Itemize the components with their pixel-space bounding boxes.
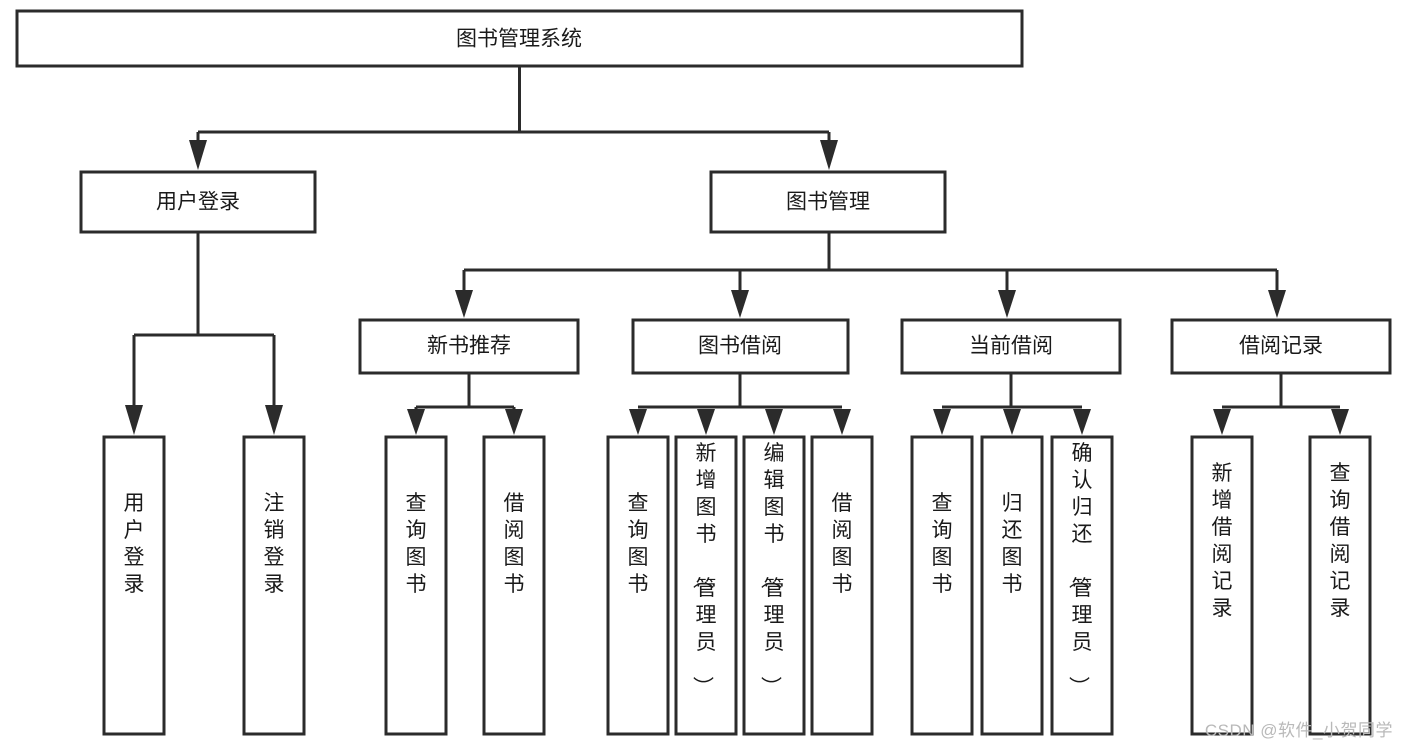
leaf-query-book-1-box[interactable] [384, 435, 448, 736]
leaf-return-book[interactable]: 归还图书 [980, 435, 1044, 736]
node-user-login[interactable]: 用户登录 [79, 170, 317, 234]
leaf-query-record-box[interactable] [1308, 435, 1372, 736]
leaf-borrow-book-1-label: 借阅图书 [504, 492, 525, 596]
arrow-borrow-leaf4-icon [833, 409, 851, 435]
new-book-box[interactable] [358, 318, 580, 375]
borrow-label: 图书借阅 [698, 335, 782, 358]
arrow-userlogin-leaf2-icon [265, 405, 283, 435]
current-borrow-box[interactable] [900, 318, 1122, 375]
arrow-borrow-leaf1-icon [629, 409, 647, 435]
leaf-user-login[interactable]: 用户登录 [102, 435, 166, 736]
leaf-add-record-box[interactable] [1190, 435, 1254, 736]
arrow-root-to-book-manage-icon [820, 140, 838, 170]
leaf-borrow-book-2-box[interactable] [810, 435, 874, 736]
leaf-add-book-box[interactable] [674, 435, 738, 736]
arrow-borrow-leaf3-icon [765, 409, 783, 435]
leaf-user-login-label: 用户登录 [124, 492, 145, 596]
arrow-root-to-user-login-icon [189, 140, 207, 170]
leaf-logout-label: 注销登录 [264, 492, 285, 596]
leaf-nodes-layer: 用户登录 注销登录 查询图书 借阅图书 查询图书 新增图书（管理员） [102, 435, 1372, 736]
leaf-return-book-label: 归还图书 [1002, 492, 1023, 596]
leaf-query-book-3-label: 查询图书 [932, 492, 953, 596]
leaf-edit-book-box[interactable] [742, 435, 806, 736]
arrow-bookmanage-newbook-icon [455, 290, 473, 318]
user-login-label: 用户登录 [156, 191, 240, 214]
leaf-add-record-label: 新增借阅记录 [1212, 462, 1233, 620]
leaf-logout[interactable]: 注销登录 [242, 435, 306, 736]
leaf-query-record[interactable]: 查询借阅记录 [1308, 435, 1372, 736]
arrow-borrow-leaf2-icon [697, 409, 715, 435]
leaf-add-book[interactable]: 新增图书（管理员） [674, 435, 738, 736]
arrow-current-leaf2-icon [1003, 409, 1021, 435]
leaf-query-book-1-label: 查询图书 [406, 492, 427, 596]
borrow-record-box[interactable] [1170, 318, 1392, 375]
root-label: 图书管理系统 [456, 28, 582, 51]
leaf-query-book-2-box[interactable] [606, 435, 670, 736]
node-new-book[interactable]: 新书推荐 [358, 318, 580, 375]
arrow-bookmanage-borrow-icon [731, 290, 749, 318]
leaf-borrow-book-2[interactable]: 借阅图书 [810, 435, 874, 736]
arrow-current-leaf3-icon [1073, 409, 1091, 435]
leaf-confirm-return-label: 确认归还（管理员） [1067, 442, 1093, 697]
leaf-query-book-3[interactable]: 查询图书 [910, 435, 974, 736]
leaf-confirm-return-box[interactable] [1050, 435, 1114, 736]
node-borrow-record[interactable]: 借阅记录 [1170, 318, 1392, 375]
arrow-record-leaf2-icon [1331, 409, 1349, 435]
arrow-record-leaf1-icon [1213, 409, 1231, 435]
leaf-add-record[interactable]: 新增借阅记录 [1190, 435, 1254, 736]
leaf-query-book-2-label: 查询图书 [628, 492, 649, 596]
arrow-bookmanage-record-icon [1268, 290, 1286, 318]
leaf-return-book-box[interactable] [980, 435, 1044, 736]
node-root[interactable]: 图书管理系统 [15, 9, 1024, 68]
arrow-newbook-leaf2-icon [505, 409, 523, 435]
node-current-borrow[interactable]: 当前借阅 [900, 318, 1122, 375]
current-borrow-label: 当前借阅 [969, 335, 1053, 358]
leaf-add-book-label: 新增图书（管理员） [691, 442, 717, 697]
leaf-edit-book[interactable]: 编辑图书（管理员） [742, 435, 806, 736]
book-manage-label: 图书管理 [786, 191, 870, 214]
leaf-edit-book-label: 编辑图书（管理员） [759, 442, 785, 697]
root-box[interactable] [15, 9, 1024, 68]
arrow-newbook-leaf1-icon [407, 409, 425, 435]
new-book-label: 新书推荐 [427, 335, 511, 358]
leaf-query-book-3-box[interactable] [910, 435, 974, 736]
leaf-borrow-book-2-label: 借阅图书 [832, 492, 853, 596]
arrow-bookmanage-current-icon [998, 290, 1016, 318]
borrow-box[interactable] [631, 318, 850, 375]
book-manage-box[interactable] [709, 170, 947, 234]
borrow-record-label: 借阅记录 [1239, 335, 1323, 358]
arrow-current-leaf1-icon [933, 409, 951, 435]
leaf-query-book-2[interactable]: 查询图书 [606, 435, 670, 736]
csdn-watermark: CSDN @软件_小贺同学 [1204, 721, 1393, 740]
leaf-user-login-box[interactable] [102, 435, 166, 736]
connectors-layer [125, 66, 1349, 435]
leaf-query-book-1[interactable]: 查询图书 [384, 435, 448, 736]
node-book-manage[interactable]: 图书管理 [709, 170, 947, 234]
user-login-box[interactable] [79, 170, 317, 234]
arrow-userlogin-leaf1-icon [125, 405, 143, 435]
leaf-query-record-label: 查询借阅记录 [1330, 462, 1351, 620]
node-borrow[interactable]: 图书借阅 [631, 318, 850, 375]
leaf-logout-box[interactable] [242, 435, 306, 736]
leaf-borrow-book-1[interactable]: 借阅图书 [482, 435, 546, 736]
leaf-borrow-book-1-box[interactable] [482, 435, 546, 736]
leaf-confirm-return[interactable]: 确认归还（管理员） [1050, 435, 1114, 736]
